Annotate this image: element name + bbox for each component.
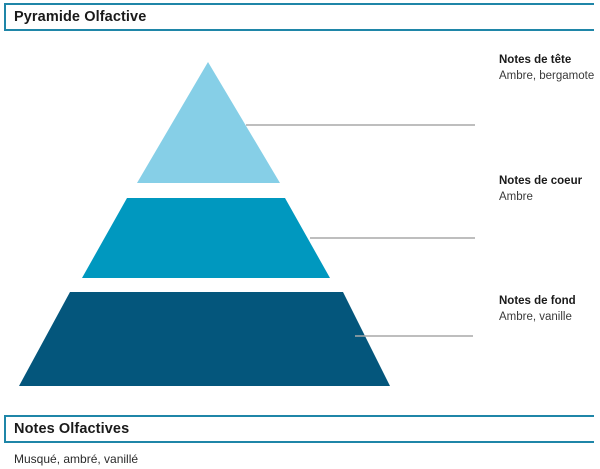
pyramid-label-bottom: Notes de fond Ambre, vanille [499,294,600,325]
pyramid-tier-middle-shape[interactable] [82,198,330,278]
section-title-notes: Notes Olfactives [14,421,130,437]
section-rule-top [6,3,594,5]
section-header-notes: Notes Olfactives [0,415,600,443]
section-header-pyramide: Pyramide Olfactive [0,3,600,31]
pyramid-label-top: Notes de tête Ambre, bergamote [499,53,600,84]
section-rule-bottom [6,441,594,443]
pyramid-label-top-title: Notes de tête [499,54,572,66]
pyramid-label-bottom-notes: Ambre, vanille [499,311,572,323]
section-title-pyramide: Pyramide Olfactive [14,9,147,25]
pyramid-tier-bottom-shape[interactable] [19,292,390,386]
pyramid-label-bottom-title: Notes de fond [499,295,576,307]
pyramid-label-middle-notes: Ambre [499,191,533,203]
section-rule-top [6,415,594,417]
section-edge-left [4,3,6,31]
section-edge-left [4,415,6,443]
section-rule-bottom [6,29,594,31]
pyramid-graphic [19,62,475,386]
pyramid-label-top-notes: Ambre, bergamote [499,70,595,82]
pyramid-label-middle: Notes de coeur Ambre [499,174,600,205]
pyramid-label-middle-title: Notes de coeur [499,175,583,187]
pyramid-chart [0,31,600,415]
notes-olfactives-body: Musqué, ambré, vanillé [14,452,139,466]
pyramid-tier-top-shape[interactable] [137,62,280,183]
